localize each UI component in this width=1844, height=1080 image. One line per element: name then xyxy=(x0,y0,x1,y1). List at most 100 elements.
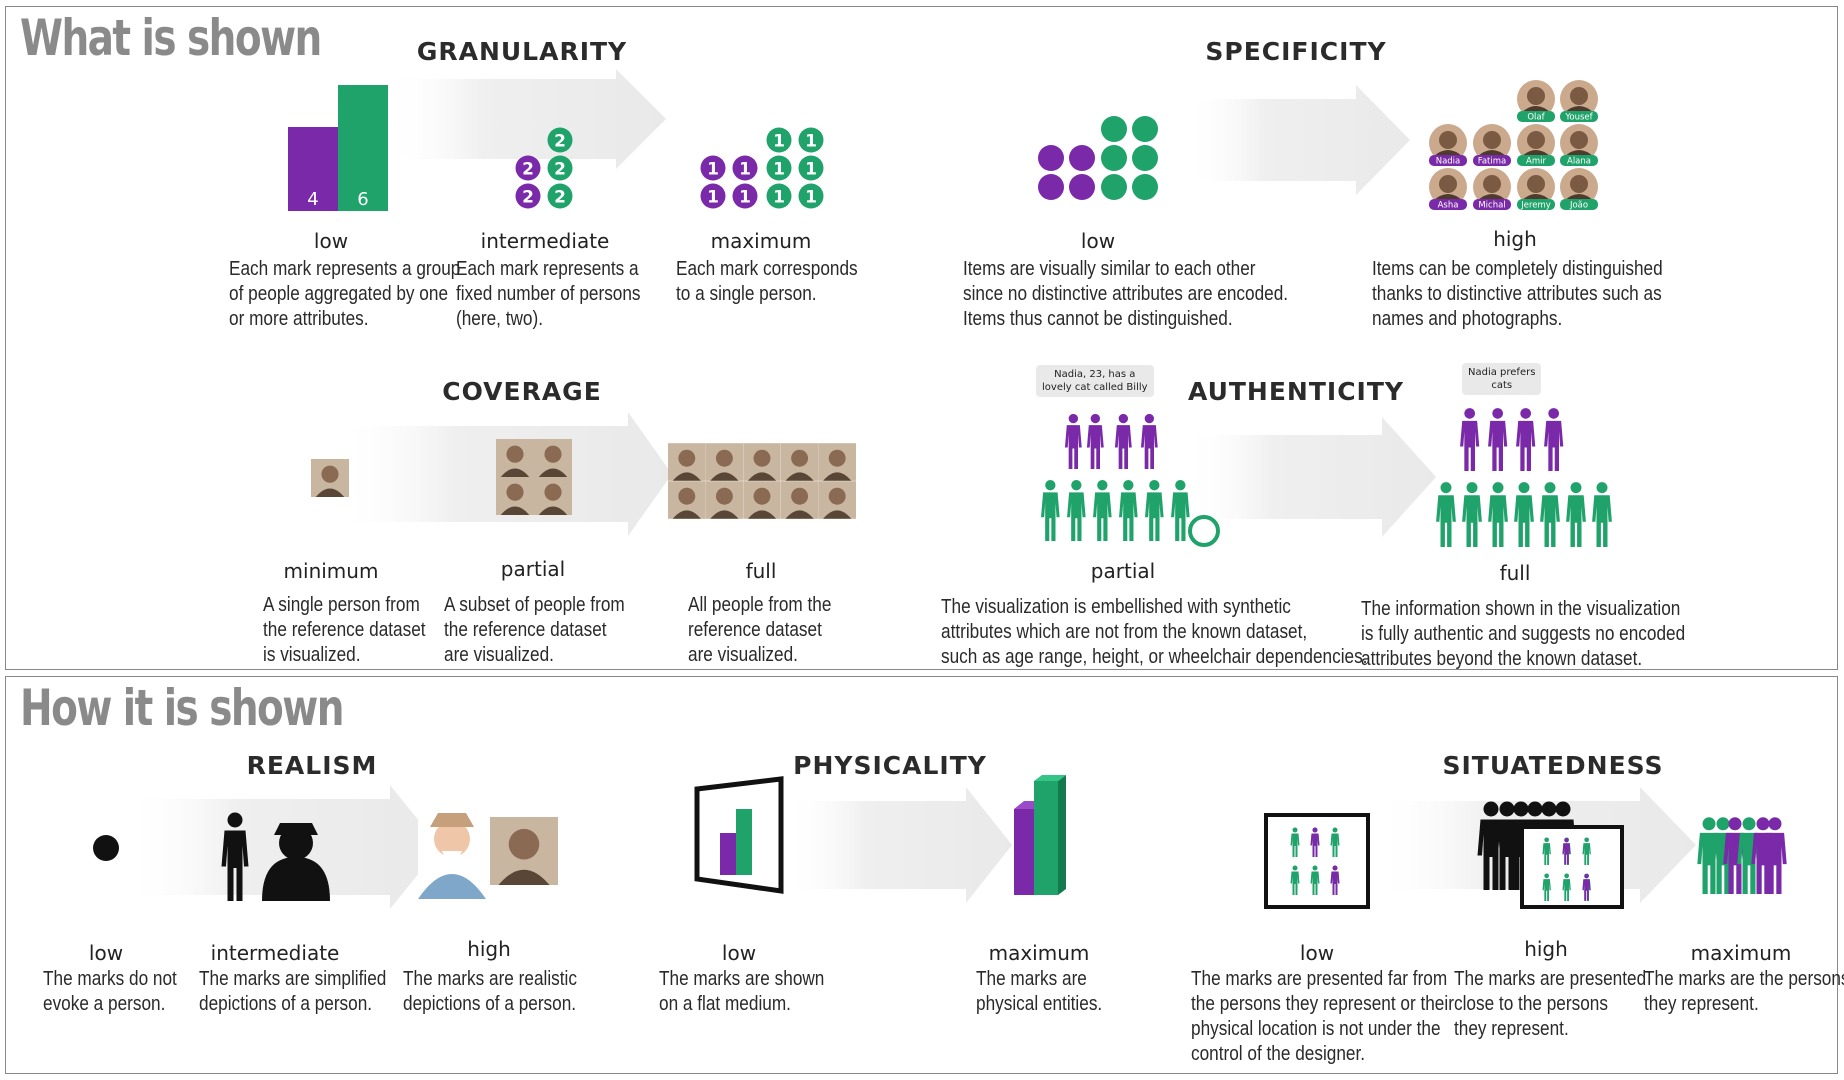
situatedness-title: SITUATEDNESS xyxy=(1442,751,1664,780)
coverage-full-photos xyxy=(668,443,856,519)
authenticity-level-partial: partial xyxy=(1090,559,1156,583)
granularity-dot-green: 1 xyxy=(766,155,792,181)
person-figure xyxy=(1064,413,1082,469)
coverage-photo xyxy=(743,443,781,481)
svg-text:2: 2 xyxy=(522,160,534,180)
person-figure xyxy=(1436,482,1456,547)
coverage-photo xyxy=(668,481,706,519)
realism-silhouettes xyxy=(221,812,330,901)
authenticity-desc-full: The information shown in the visualizati… xyxy=(1361,598,1686,670)
granularity-dot-green: 2 xyxy=(547,127,573,153)
portrait: Jeremy xyxy=(1517,168,1555,211)
svg-text:1: 1 xyxy=(805,188,817,208)
svg-text:Fatima: Fatima xyxy=(1478,157,1507,167)
coverage-level-partial: partial xyxy=(500,557,566,581)
authenticity-desc-partial: The visualization is embellished with sy… xyxy=(941,596,1368,668)
granularity-dot-green: 2 xyxy=(547,155,573,181)
svg-text:1: 1 xyxy=(773,160,785,180)
granularity-dot-purple: 1 xyxy=(732,155,758,181)
granularity-dot-purple: 2 xyxy=(515,155,541,181)
granularity-bar-chart: 4 6 xyxy=(288,85,388,211)
svg-text:2: 2 xyxy=(554,132,566,152)
granularity-level-maximum: maximum xyxy=(710,229,812,253)
situatedness-level-maximum: maximum xyxy=(1690,941,1792,965)
physicality-level-maximum: maximum xyxy=(988,941,1090,965)
person-figure xyxy=(1544,408,1564,471)
portrait: João xyxy=(1560,168,1598,211)
person-figure xyxy=(1566,482,1586,547)
svg-text:1: 1 xyxy=(773,132,785,152)
person-figure xyxy=(1086,413,1104,469)
svg-text:1: 1 xyxy=(805,160,817,180)
granularity-level-low: low xyxy=(313,229,349,253)
realism-level-low: low xyxy=(88,941,124,965)
svg-text:2: 2 xyxy=(554,160,566,180)
svg-text:2: 2 xyxy=(522,188,534,208)
situatedness-high-scene xyxy=(1477,801,1624,909)
portrait: Asha xyxy=(1429,168,1467,211)
physicality-level-low: low xyxy=(721,941,757,965)
granularity-bar-label-6: 6 xyxy=(357,189,368,210)
svg-text:1: 1 xyxy=(707,188,719,208)
svg-text:1: 1 xyxy=(739,188,751,208)
svg-text:Asha: Asha xyxy=(1438,201,1459,211)
svg-text:Olaf: Olaf xyxy=(1527,113,1545,123)
coverage-title: COVERAGE xyxy=(442,377,602,406)
granularity-level-intermediate: intermediate xyxy=(480,229,610,253)
person-figure xyxy=(1093,480,1112,541)
portrait: Nadia xyxy=(1429,124,1467,167)
person-figure xyxy=(1488,482,1508,547)
granularity-arrow xyxy=(386,69,666,169)
specificity-level-high: high xyxy=(1493,227,1537,251)
coverage-photo xyxy=(780,481,819,519)
situatedness-high-frame xyxy=(1520,825,1624,909)
coverage-photo xyxy=(705,481,744,519)
person-figure xyxy=(1114,413,1132,469)
svg-text:Jeremy: Jeremy xyxy=(1520,201,1551,211)
authenticity-partial-figures xyxy=(1041,413,1220,547)
granularity-bar-purple xyxy=(288,127,338,211)
specificity-arrow xyxy=(1186,85,1410,195)
granularity-title: GRANULARITY xyxy=(416,37,628,66)
physicality-flat-chart xyxy=(694,776,784,894)
physicality-arrow xyxy=(786,787,1012,903)
svg-text:João: João xyxy=(1569,201,1588,211)
person-figure xyxy=(1488,408,1508,471)
granularity-bar-green xyxy=(338,85,388,211)
coverage-level-minimum: minimum xyxy=(283,559,379,583)
coverage-photo xyxy=(818,481,856,519)
portrait: Michal xyxy=(1473,168,1511,211)
svg-text:Amir: Amir xyxy=(1526,157,1546,167)
svg-text:Alana: Alana xyxy=(1567,157,1591,167)
coverage-photo xyxy=(818,443,856,481)
portrait: Olaf xyxy=(1517,80,1555,123)
specificity-desc-low: Items are visually similar to each other… xyxy=(963,258,1289,330)
portrait: Yousef xyxy=(1560,80,1598,123)
person-figure xyxy=(1462,482,1482,547)
person-figure xyxy=(1119,480,1138,541)
granularity-dot-green: 1 xyxy=(798,183,824,209)
svg-text:Michal: Michal xyxy=(1478,201,1505,211)
coverage-level-full: full xyxy=(745,559,777,583)
specificity-level-low: low xyxy=(1080,229,1116,253)
coverage-photo xyxy=(668,443,706,481)
realism-title: REALISM xyxy=(246,751,378,780)
coverage-photo xyxy=(780,443,819,481)
person-figure xyxy=(1516,408,1536,471)
